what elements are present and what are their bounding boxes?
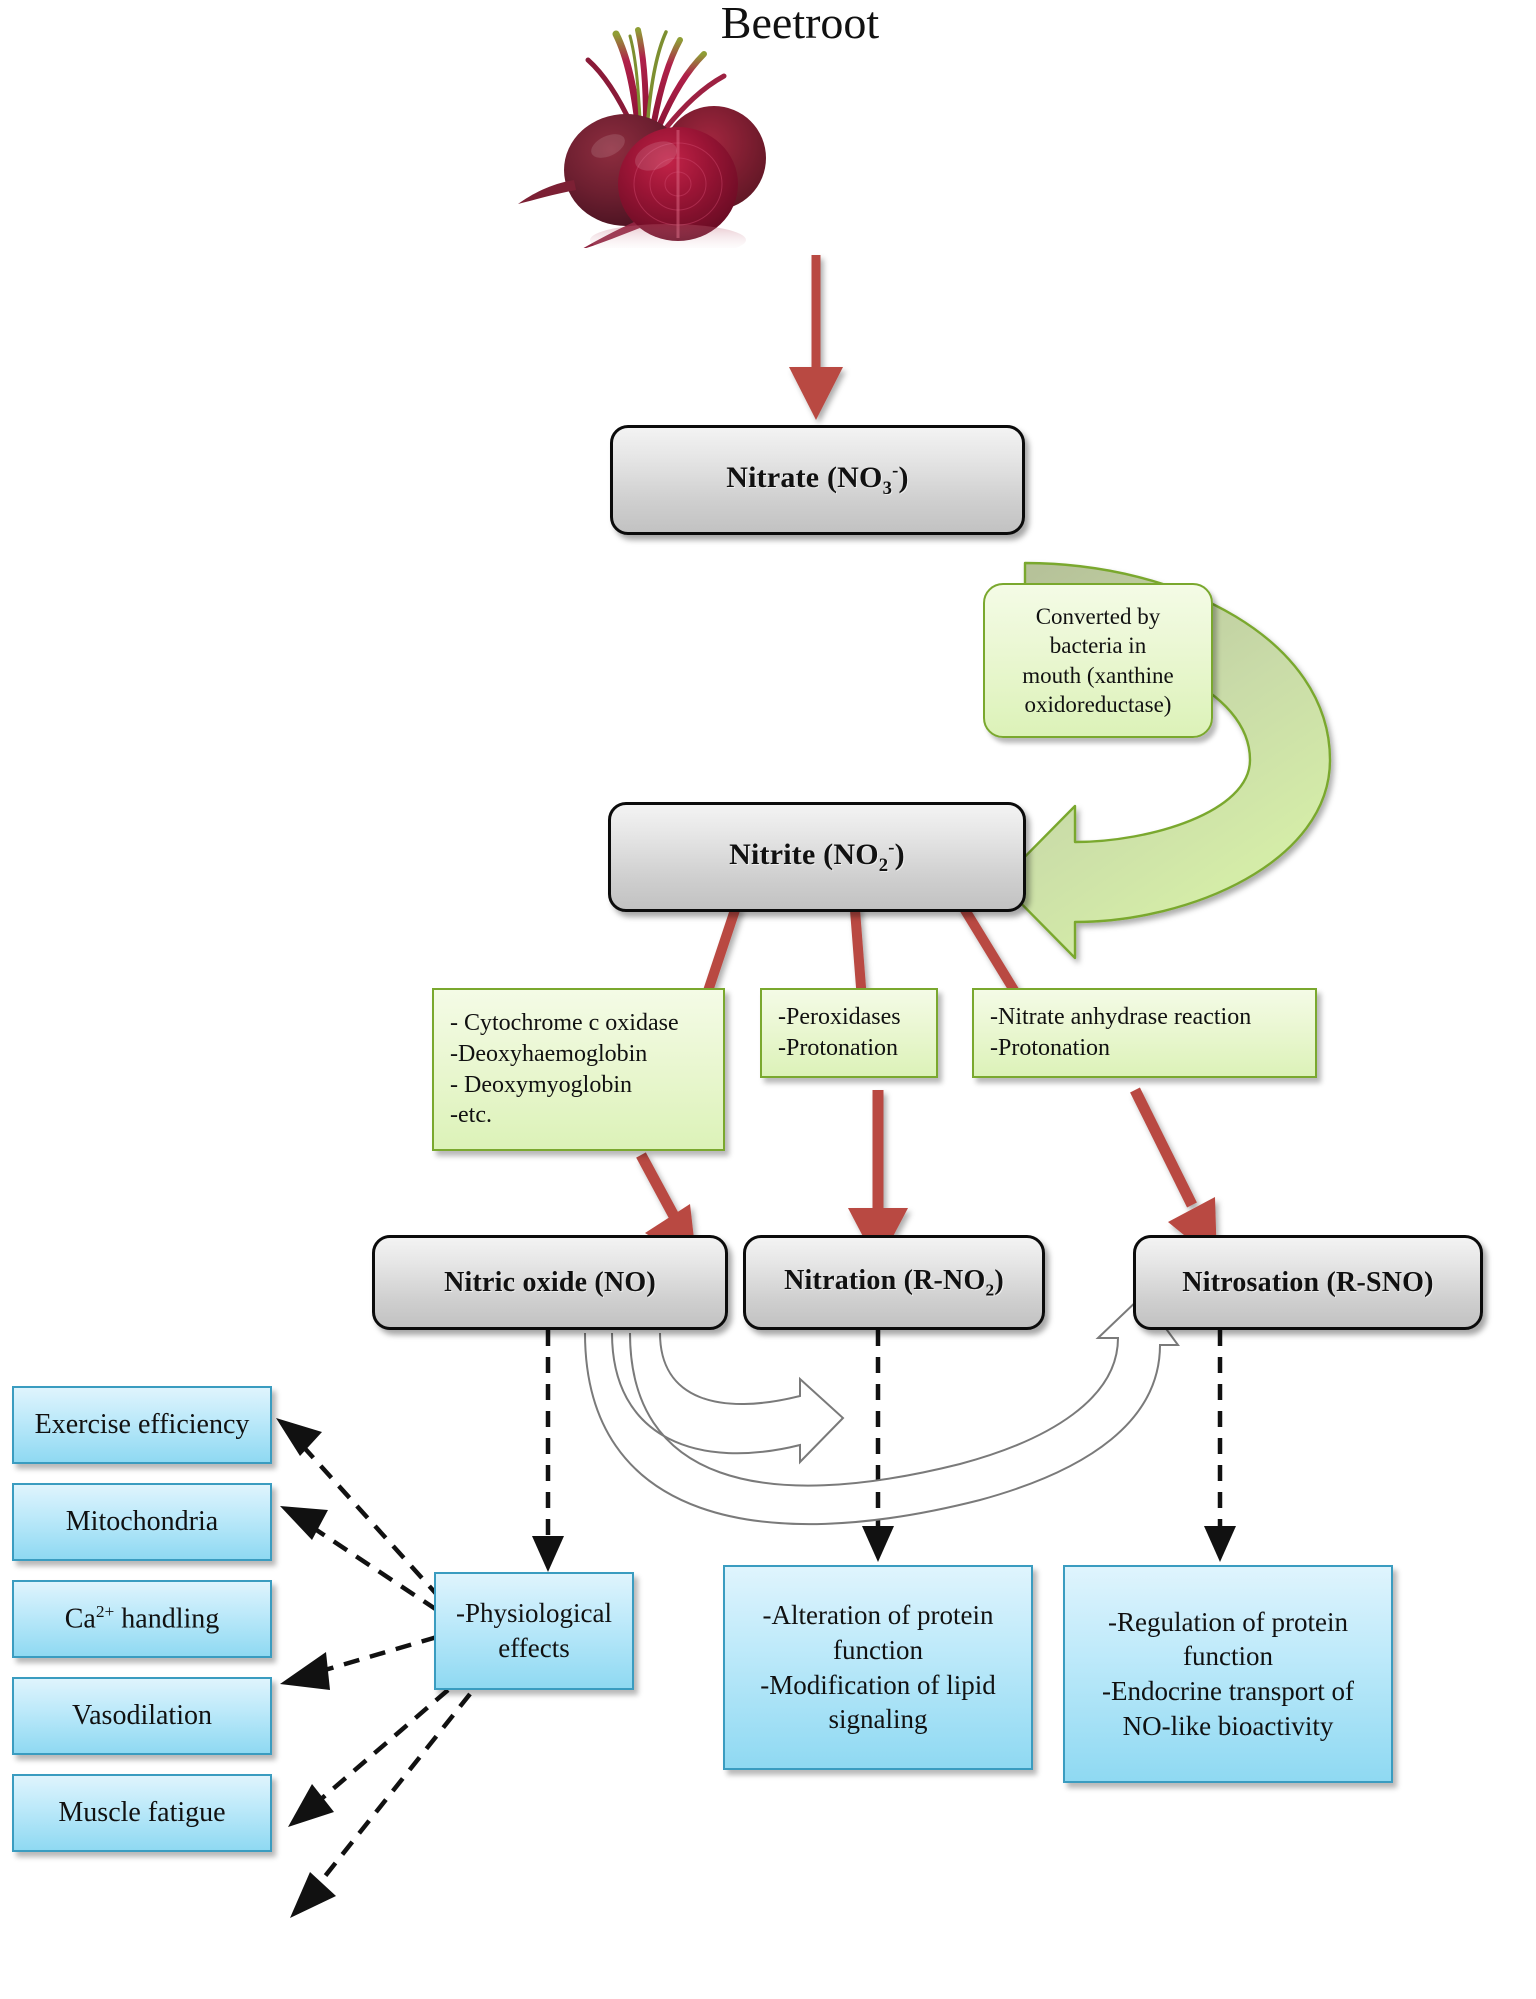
effect-box-ca-handling[interactable]: Ca2+ handling (12, 1580, 272, 1658)
dashed-arrow-no-to-physiological (532, 1330, 564, 1572)
node-physiological-effects-label: -Physiological effects (456, 1598, 612, 1663)
pathway-box-right-label: -Nitrate anhydrase reaction -Protonation (990, 1004, 1252, 1061)
node-nitration[interactable]: Nitration (R-NO2) (743, 1235, 1045, 1330)
node-nitric-oxide-label: Nitric oxide (NO) (444, 1266, 656, 1298)
pathway-box-left[interactable]: - Cytochrome c oxidase -Deoxyhaemoglobin… (432, 988, 725, 1151)
effect-box-muscle-fatigue[interactable]: Muscle fatigue (12, 1774, 272, 1852)
dashed-arrow-to-mitochondria (280, 1506, 439, 1612)
node-nitrosation-label: Nitrosation (R-SNO) (1182, 1266, 1434, 1298)
node-nitrosation-effects-label: -Regulation of protein function -Endocri… (1102, 1606, 1354, 1741)
dashed-arrow-nitration-to-effects (862, 1330, 894, 1562)
node-nitrite[interactable]: Nitrite (NO2-) (608, 802, 1026, 912)
pathway-box-middle-label: -Peroxidases -Protonation (778, 1004, 901, 1061)
pathway-box-right[interactable]: -Nitrate anhydrase reaction -Protonation (972, 988, 1317, 1078)
effect-label: Ca2+ handling (64, 1601, 220, 1635)
node-nitrate-label: Nitrate (NO3-) (726, 460, 909, 500)
effect-box-vasodilation[interactable]: Vasodilation (12, 1677, 272, 1755)
node-physiological-effects[interactable]: -Physiological effects (434, 1572, 634, 1690)
node-nitration-effects-label: -Alteration of protein function -Modific… (760, 1600, 996, 1735)
node-nitrite-label: Nitrite (NO2-) (729, 837, 905, 877)
effect-label: Vasodilation (72, 1700, 212, 1732)
beetroot-icon (518, 27, 766, 248)
pathway-box-middle[interactable]: -Peroxidases -Protonation (760, 988, 938, 1078)
page-title: Beetroot (720, 0, 880, 48)
node-nitration-effects[interactable]: -Alteration of protein function -Modific… (723, 1565, 1033, 1770)
effect-label: Exercise efficiency (34, 1409, 250, 1441)
dashed-arrow-nitrosation-to-effects (1204, 1330, 1236, 1562)
pathway-box-left-label: - Cytochrome c oxidase -Deoxyhaemoglobin… (450, 1010, 679, 1129)
red-arrow-beetroot-to-nitrate (789, 255, 843, 420)
node-nitration-label: Nitration (R-NO2) (784, 1265, 1004, 1300)
dashed-arrow-to-vasodilation (288, 1688, 450, 1827)
dashed-arrow-to-ca-handling (280, 1634, 438, 1690)
node-nitrosation[interactable]: Nitrosation (R-SNO) (1133, 1235, 1483, 1330)
red-connector-nitrite-to-pathways (698, 903, 1027, 1007)
outline-curved-arrow-no-to-nitrosation (584, 1294, 1180, 1526)
effect-box-exercise-efficiency[interactable]: Exercise efficiency (12, 1386, 272, 1464)
dashed-arrow-to-muscle-fatigue (290, 1692, 472, 1918)
effect-box-mitochondria[interactable]: Mitochondria (12, 1483, 272, 1561)
note-conversion[interactable]: Converted by bacteria in mouth (xanthine… (983, 583, 1213, 738)
node-nitrate[interactable]: Nitrate (NO3-) (610, 425, 1025, 535)
note-conversion-label: Converted by bacteria in mouth (xanthine… (1022, 603, 1174, 717)
node-nitric-oxide[interactable]: Nitric oxide (NO) (372, 1235, 728, 1330)
effect-label: Muscle fatigue (58, 1797, 226, 1829)
node-nitrosation-effects[interactable]: -Regulation of protein function -Endocri… (1063, 1565, 1393, 1783)
outline-curved-arrow-no-to-nitration (611, 1332, 845, 1465)
effect-label: Mitochondria (65, 1506, 219, 1538)
dashed-arrow-to-exercise-efficiency (276, 1418, 442, 1600)
